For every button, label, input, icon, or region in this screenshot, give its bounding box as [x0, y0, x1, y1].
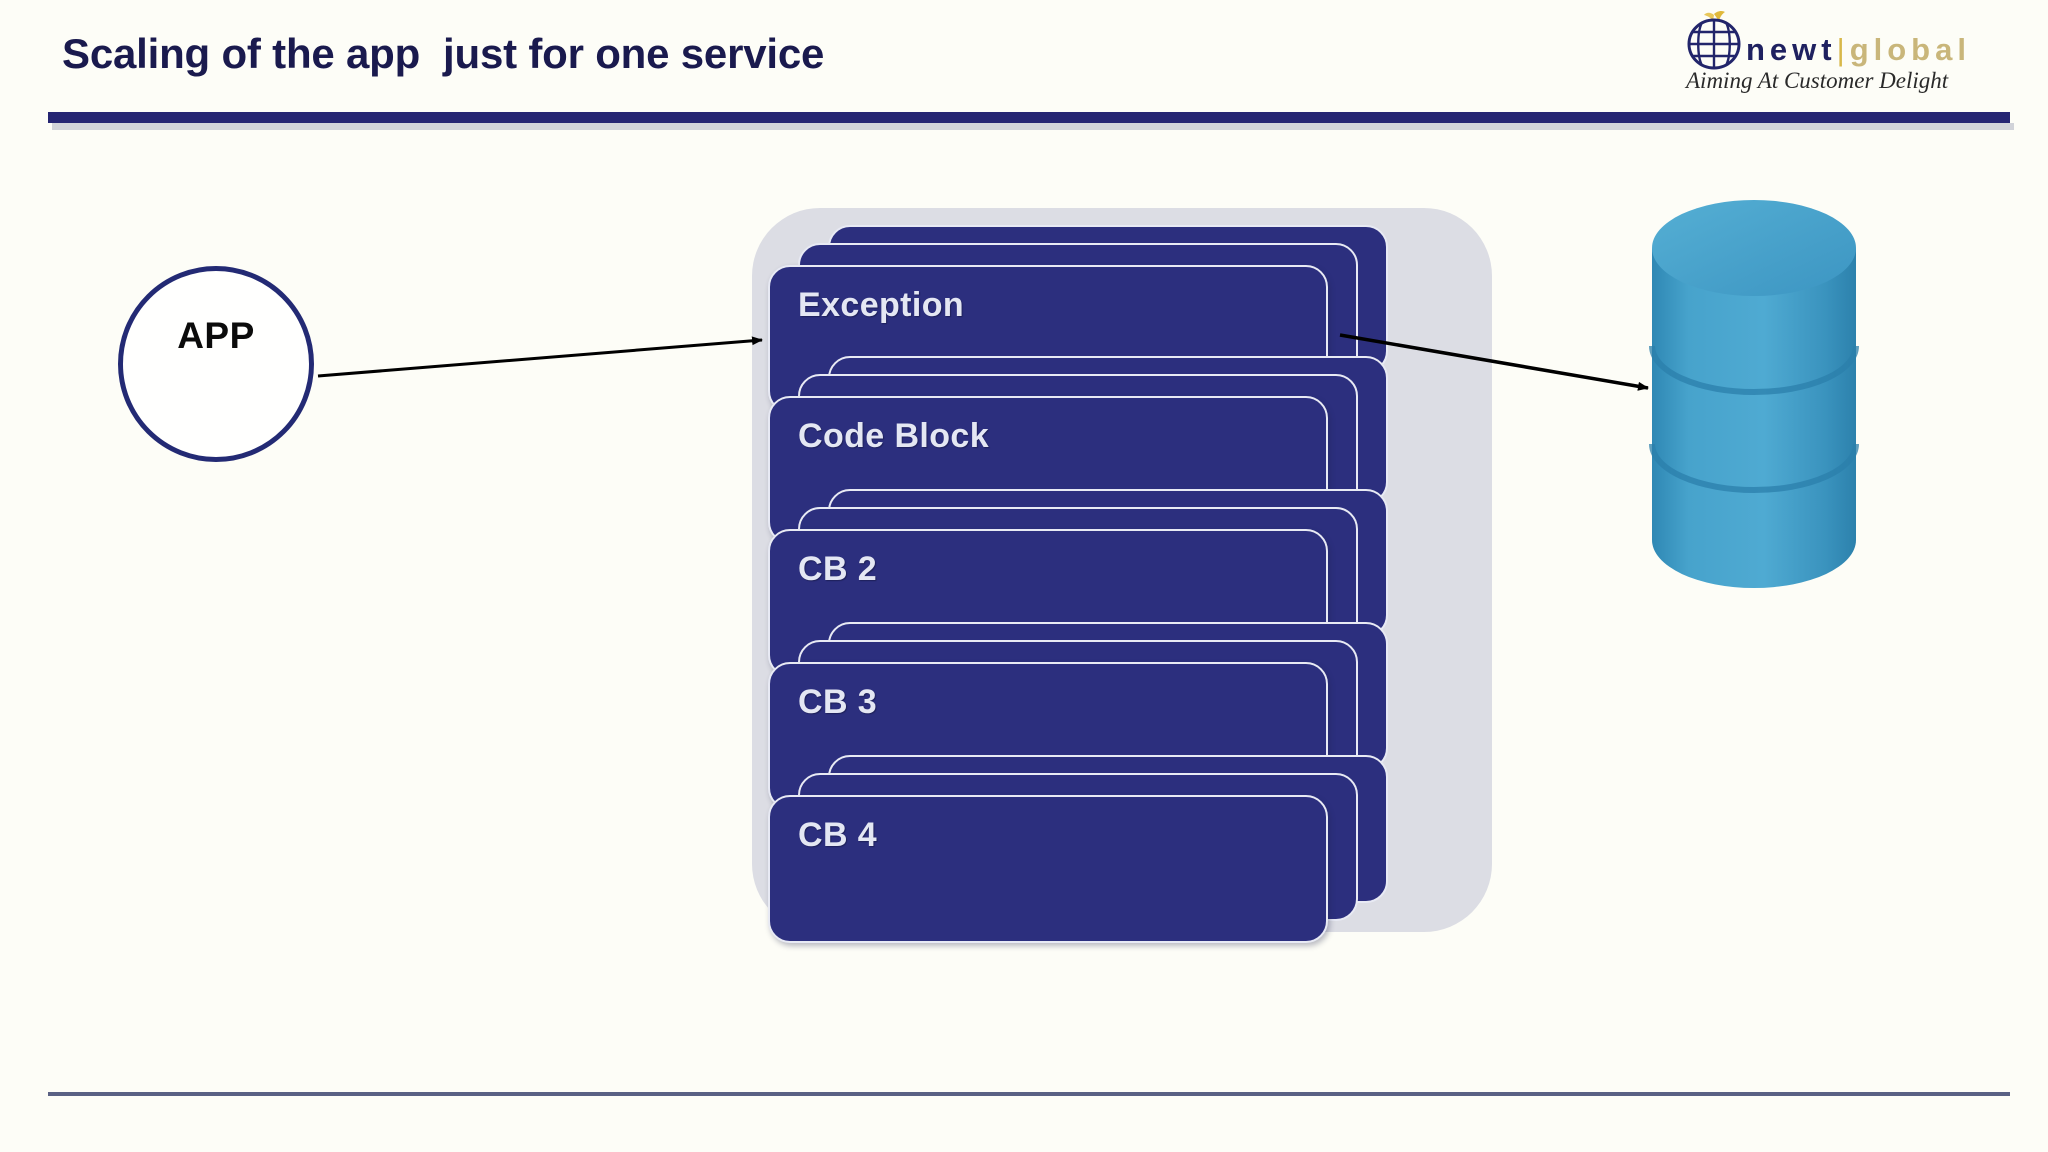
app-node-label: APP [177, 315, 255, 356]
header-divider [48, 112, 2010, 123]
logo-brand-separator: | [1836, 32, 1850, 67]
app-node[interactable]: APP [118, 266, 314, 462]
logo-brand-first: newt [1746, 32, 1837, 67]
database-cylinder[interactable] [1644, 196, 1864, 592]
logo-wordmark: newt|global [1746, 32, 1971, 68]
block-stack-cb-4[interactable]: CB 4 [768, 755, 1388, 943]
block-label: Code Block [798, 417, 990, 455]
service-container: Exception Code Block CB 2 CB 3 [752, 208, 1492, 943]
company-logo: newt|global Aiming At Customer Delight [1678, 6, 2018, 98]
block-label: CB 2 [798, 550, 878, 588]
stack-card-front[interactable]: CB 4 [768, 795, 1328, 943]
block-label: CB 3 [798, 683, 878, 721]
logo-brand-second: global [1849, 32, 1971, 67]
footer-divider [48, 1092, 2010, 1096]
block-label: Exception [798, 286, 965, 324]
page-title: Scaling of the app just for one service [62, 30, 825, 77]
logo-tagline: Aiming At Customer Delight [1686, 68, 1949, 93]
app-to-service-arrow [317, 336, 763, 378]
globe-apple-icon [1687, 10, 1741, 70]
block-label: CB 4 [798, 816, 878, 854]
header-rule-shadow [52, 123, 2014, 130]
